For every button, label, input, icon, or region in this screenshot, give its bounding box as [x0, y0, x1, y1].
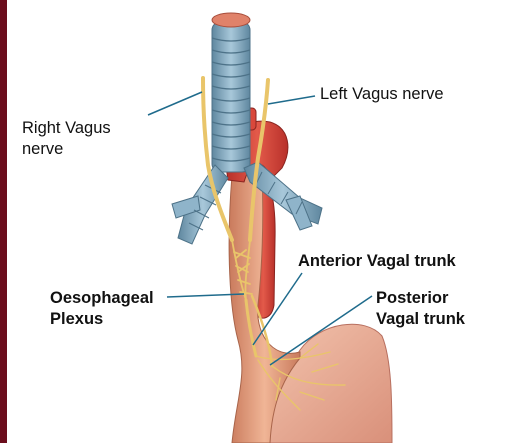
label-anterior-vagal-trunk: Anterior Vagal trunk	[298, 251, 456, 272]
label-right-vagus-line1: Right Vagus	[22, 118, 111, 139]
label-oesophageal-line1: Oesophageal	[50, 288, 154, 309]
label-oesophageal-line2: Plexus	[50, 309, 154, 330]
label-posterior-line1: Posterior	[376, 288, 465, 309]
label-posterior-line2: Vagal trunk	[376, 309, 465, 330]
label-right-vagus-nerve: Right Vagus nerve	[22, 118, 111, 160]
label-posterior-vagal-trunk: Posterior Vagal trunk	[376, 288, 465, 330]
leader-right-vagus	[148, 92, 202, 115]
label-oesophageal-plexus: Oesophageal Plexus	[50, 288, 154, 330]
leader-left-vagus	[268, 96, 315, 104]
label-left-vagus-nerve: Left Vagus nerve	[320, 84, 444, 105]
left-border-bar	[0, 0, 7, 443]
trachea-top	[212, 13, 250, 27]
label-right-vagus-line2: nerve	[22, 139, 111, 160]
